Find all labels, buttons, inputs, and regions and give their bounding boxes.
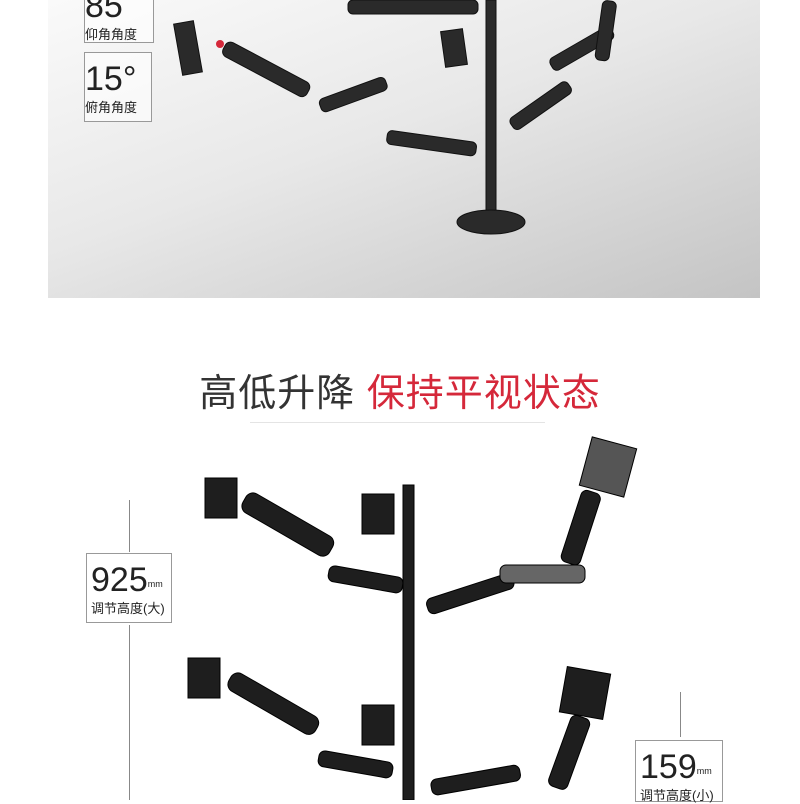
min-height-label: 159mm 调节高度(小) xyxy=(635,740,723,803)
max-height-label: 925mm 调节高度(大) xyxy=(86,553,172,623)
title-part1: 高低升降 xyxy=(199,373,356,415)
vesa-plate xyxy=(173,20,203,76)
vesa-plate xyxy=(204,477,238,519)
tilt-down-caption: 俯角角度 xyxy=(85,100,138,115)
tilt-up-label: 85 仰角角度 xyxy=(84,0,154,43)
vesa-plate xyxy=(558,665,612,721)
vesa-plate xyxy=(440,28,468,68)
measure-line xyxy=(129,625,130,800)
tilt-up-value: 85 xyxy=(85,0,123,25)
tilt-up-caption: 仰角角度 xyxy=(85,27,138,42)
desk-clamp xyxy=(456,209,526,235)
monitor-arm-illustration-top xyxy=(173,0,617,235)
min-height-value: 159 xyxy=(640,748,697,786)
tilt-down-label: 15° 俯角角度 xyxy=(84,52,152,122)
pole xyxy=(485,0,497,221)
min-height-caption: 调节高度(小) xyxy=(640,788,714,803)
title-part2: 保持平视状态 xyxy=(366,373,601,415)
title-divider xyxy=(250,422,545,423)
max-height-unit: mm xyxy=(147,579,163,589)
max-height-caption: 调节高度(大) xyxy=(91,601,165,616)
vesa-plate xyxy=(361,704,395,746)
vesa-plate xyxy=(361,493,395,535)
measure-line xyxy=(680,692,681,737)
measure-line xyxy=(129,500,130,552)
pole xyxy=(402,484,415,800)
product-photo-panel: 85 仰角角度 15° 俯角角度 xyxy=(48,0,760,298)
vesa-plate xyxy=(187,657,221,699)
min-height-unit: mm xyxy=(696,766,712,776)
max-height-value: 925 xyxy=(91,561,148,599)
tilt-down-value: 15° xyxy=(85,60,137,98)
vesa-plate xyxy=(578,436,638,498)
section-title: 高低升降 保持平视状态 xyxy=(0,362,800,417)
